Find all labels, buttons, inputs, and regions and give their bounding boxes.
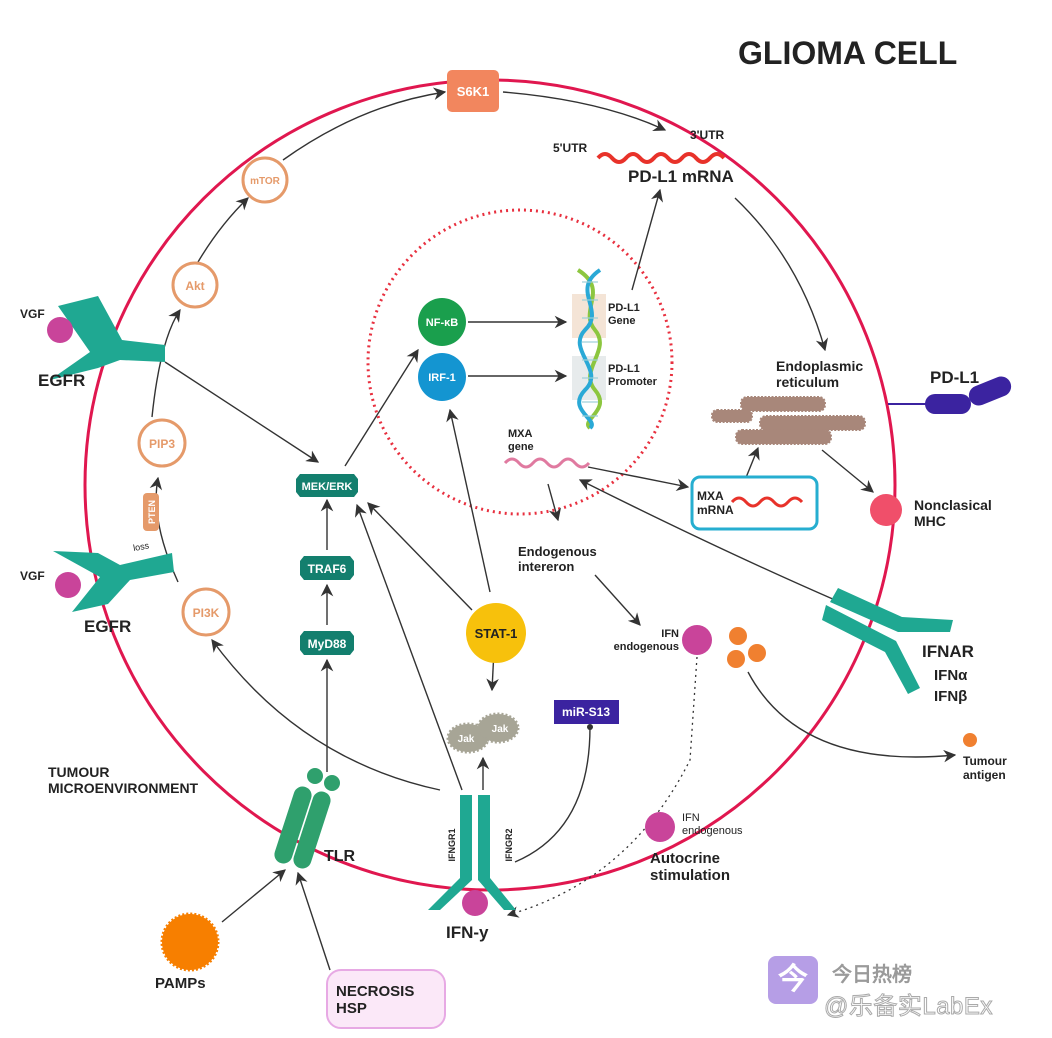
watermark-title: 今日热榜 xyxy=(832,964,912,986)
egfr-receptor-bottom: VGF EGFR xyxy=(20,551,174,636)
pten-node: PTEN xyxy=(143,493,159,531)
mir-s13-node: miR-S13 xyxy=(554,700,619,724)
pdl1-promoter-label: PD-L1 Promoter xyxy=(608,363,657,388)
endoplasmic-reticulum-icon xyxy=(711,396,866,445)
ifn-endogenous-outer-label: IFN endogenous xyxy=(682,812,743,837)
svg-text:Jak: Jak xyxy=(492,724,509,735)
watermark: 今 今日热榜 @乐备实LabEx xyxy=(768,952,1048,1022)
egfr-receptor-top: VGF EGFR xyxy=(20,296,165,390)
necrosis-hsp-label: NECROSIS HSP xyxy=(336,983,415,1018)
diagram-title: GLIOMA CELL xyxy=(738,35,957,71)
ifngr-receptor: IFNGR1 IFNGR2 xyxy=(428,795,516,916)
irf1-node: IRF-1 xyxy=(418,353,466,401)
pip3-node: PIP3 xyxy=(137,418,187,468)
jak-complex: Jak Jak xyxy=(446,712,520,754)
svg-text:TRAF6: TRAF6 xyxy=(308,562,347,576)
svg-text:PI3K: PI3K xyxy=(193,606,220,620)
pten-loss-label: loss xyxy=(132,540,150,553)
svg-text:Akt: Akt xyxy=(185,279,204,293)
svg-text:EGFR: EGFR xyxy=(84,617,131,636)
svg-text:PIP3: PIP3 xyxy=(149,437,175,451)
nucleus-boundary xyxy=(366,208,674,516)
stat1-node: STAT-1 xyxy=(466,603,526,663)
svg-text:MyD88: MyD88 xyxy=(308,637,347,651)
pdl1-protein: PD-L1 xyxy=(888,368,1012,414)
ifn-endogenous-outer-ligand xyxy=(645,812,675,842)
nfkb-node: NF-κB xyxy=(418,298,466,346)
mek-erk-node: MEK/ERK xyxy=(296,474,358,497)
pathway-edges xyxy=(149,87,957,971)
endogenous-interferon-label: Endogenous intereron xyxy=(518,544,597,574)
svg-text:S6K1: S6K1 xyxy=(457,84,490,99)
svg-text:MEK/ERK: MEK/ERK xyxy=(302,481,353,493)
svg-text:PD-L1: PD-L1 xyxy=(930,368,979,387)
tlr-label: TLR xyxy=(324,848,356,865)
autocrine-stimulation-label: Autocrine stimulation xyxy=(650,850,731,885)
mxa-mrna-box xyxy=(690,475,819,531)
pdl1-gene-label: PD-L1 Gene xyxy=(608,302,640,328)
ifn-gamma-label: IFN-y xyxy=(446,923,489,942)
ifn-endogenous-inner-ligand xyxy=(682,625,712,655)
mtor-node: mTOR xyxy=(241,156,289,204)
mxa-gene xyxy=(503,457,591,469)
pi3k-node: PI3K xyxy=(181,587,231,637)
ifnar-label: IFNAR xyxy=(922,642,974,661)
utr5-label: 5'UTR xyxy=(553,141,588,155)
svg-text:NF-κB: NF-κB xyxy=(426,317,458,329)
traf6-node: TRAF6 xyxy=(300,556,354,580)
utr3-label: 3'UTR xyxy=(690,128,725,142)
svg-text:Jak: Jak xyxy=(458,734,475,745)
tlr-receptor xyxy=(274,768,340,869)
svg-text:mTOR: mTOR xyxy=(250,176,281,187)
mhc-label: Nonclasical MHC xyxy=(914,497,992,530)
svg-text:VGF: VGF xyxy=(20,307,45,321)
ifn-endogenous-inner-label: IFN endogenous xyxy=(613,628,679,653)
nonclassical-mhc xyxy=(870,494,902,526)
pdl1-mrna xyxy=(596,152,726,164)
svg-text:STAT-1: STAT-1 xyxy=(475,626,518,641)
tumour-antigen-label: Tumour antigen xyxy=(963,754,1007,782)
pamps-label: PAMPs xyxy=(155,975,206,992)
necrosis-hsp-box xyxy=(326,969,446,1029)
tumour-microenvironment-label: TUMOUR MICROENVIRONMENT xyxy=(48,764,199,797)
s6k1-node: S6K1 xyxy=(447,70,499,112)
akt-node: Akt xyxy=(171,261,219,309)
watermark-app-icon: 今 xyxy=(768,956,818,1004)
svg-text:VGF: VGF xyxy=(20,569,45,583)
ifn-alpha-label: IFNα xyxy=(934,667,968,684)
mxa-mrna-label: MXA mRNA xyxy=(697,489,734,517)
mxa-gene-label: MXA gene xyxy=(508,428,534,453)
pdl1-mrna-label: PD-L1 mRNA xyxy=(628,167,734,186)
svg-text:PTEN: PTEN xyxy=(147,500,157,524)
myd88-node: MyD88 xyxy=(300,631,354,655)
dna-helix-icon xyxy=(572,268,606,430)
ifn-beta-label: IFNβ xyxy=(934,688,968,705)
ifnar-receptor xyxy=(822,588,953,694)
svg-text:IRF-1: IRF-1 xyxy=(428,372,456,384)
er-label: Endoplasmic reticulum xyxy=(776,358,864,391)
watermark-subtitle: @乐备实LabEx xyxy=(824,993,993,1021)
svg-text:EGFR: EGFR xyxy=(38,371,85,390)
tumour-antigen-dot xyxy=(963,733,977,747)
svg-text:IFNGR2: IFNGR2 xyxy=(504,828,514,861)
cytokine-cluster xyxy=(727,627,766,668)
svg-text:IFNGR1: IFNGR1 xyxy=(447,828,457,861)
svg-text:miR-S13: miR-S13 xyxy=(562,705,610,719)
pamps-particle xyxy=(160,912,220,972)
